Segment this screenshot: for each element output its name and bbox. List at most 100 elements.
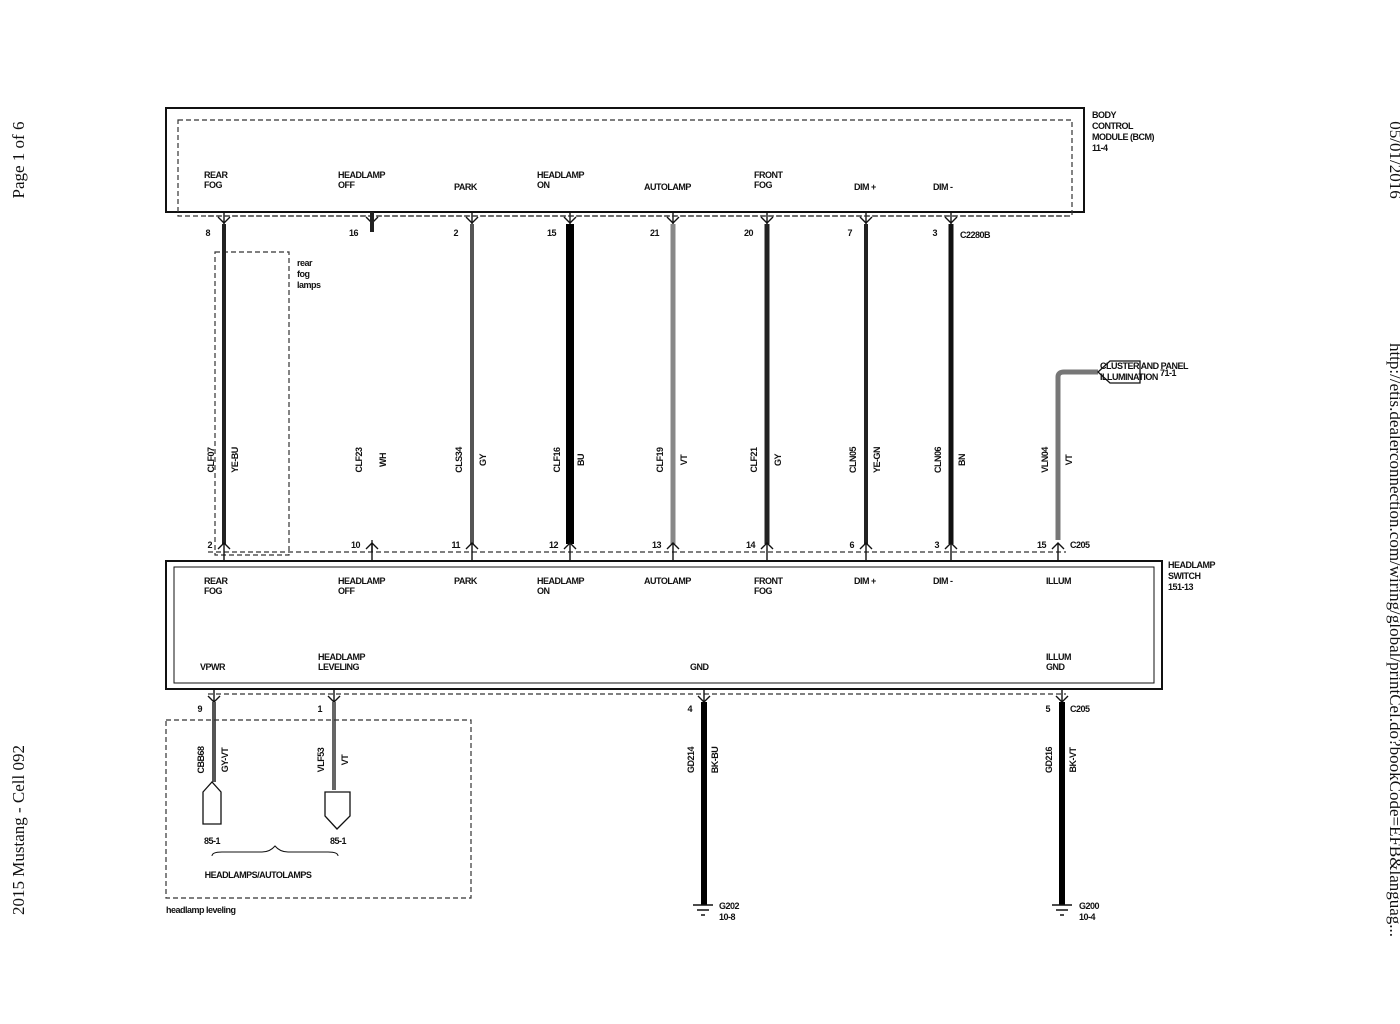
bcm-pin-arrow-2 — [465, 216, 479, 224]
bcm-pin-arrow-3 — [563, 216, 577, 224]
switch-top-pin-0: 2 — [207, 540, 212, 550]
circuit-id-CLF21: CLF21 — [749, 447, 759, 473]
circuit-color-CLF21: GY — [773, 454, 783, 467]
circuit-color-VLN04: VT — [1064, 454, 1074, 466]
switch-bottom-label-3-1: GND — [1046, 662, 1066, 672]
bcm-pin-label-1-0: HEADLAMP — [338, 170, 385, 180]
switch-top-pin-2: 11 — [451, 540, 460, 550]
switch-bottom-pin-0: 9 — [197, 704, 202, 714]
switch-name-line-3: 151-13 — [1168, 582, 1194, 592]
switch-top-arrow-0 — [217, 542, 231, 550]
bcm-pin-label-4-0: AUTOLAMP — [644, 182, 691, 192]
bcm-pin-number-1: 16 — [349, 228, 359, 238]
headlamp-switch: HEADLAMP SWITCH 151-13 C205 C205 — [165, 540, 1216, 714]
switch-top-label-8-0: ILLUM — [1046, 576, 1071, 586]
bcm-pin-label-7-0: DIM - — [933, 182, 953, 192]
circuit-color-CLF23: WH — [378, 453, 388, 467]
switch-top-pin-5: 14 — [746, 540, 756, 550]
circuit-id-CLF07: CLF07 — [206, 447, 216, 473]
cluster-label-2: ILLUMINATION — [1100, 372, 1158, 382]
headlamp-leveling-label: headlamp leveling — [166, 905, 236, 915]
bcm-pin-arrow-6 — [859, 216, 873, 224]
cluster-label-1: CLUSTER AND PANEL — [1100, 361, 1189, 371]
switch-top-label-7-0: DIM - — [933, 576, 953, 586]
bcm-pin-number-3: 15 — [547, 228, 557, 238]
switch-pins: 2REARFOG10HEADLAMPOFF11PARK12HEADLAMPON1… — [197, 540, 1071, 714]
cluster-ref: 71-1 — [1160, 368, 1177, 378]
switch-top-pin-8: 15 — [1037, 540, 1047, 550]
ground-g202: G202 10-8 — [693, 901, 740, 922]
leveling-ref-right: 85-1 — [330, 836, 347, 846]
bcm-pin-label-3-1: ON — [537, 180, 550, 190]
bcm-name-line-4: 11-4 — [1092, 143, 1108, 153]
ground-g202-ref: 10-8 — [719, 912, 736, 922]
switch-top-arrow-6 — [859, 542, 873, 550]
bottom-circuit-id-VLF53: VLF53 — [316, 747, 326, 772]
switch-top-label-1-1: OFF — [338, 586, 355, 596]
bcm-pin-number-2: 2 — [453, 228, 458, 238]
switch-top-label-3-0: HEADLAMP — [537, 576, 584, 586]
switch-top-label-5-0: FRONT — [754, 576, 783, 586]
circuit-color-CLF16: BU — [576, 454, 586, 466]
switch-top-arrow-3 — [563, 542, 577, 550]
circuit-id-CLF19: CLF19 — [655, 447, 665, 473]
switch-top-pin-7: 3 — [934, 540, 939, 550]
bcm-name-line-2: CONTROL — [1092, 121, 1134, 131]
switch-top-label-1-0: HEADLAMP — [338, 576, 385, 586]
circuit-id-CLN06: CLN06 — [933, 447, 943, 474]
switch-top-pin-3: 12 — [549, 540, 559, 550]
bottom-circuit-color-VLF53: VT — [340, 754, 350, 766]
switch-top-arrow-5 — [760, 542, 774, 550]
rear-fog-label-2: fog — [297, 269, 310, 279]
circuit-color-CLN06: BN — [957, 454, 967, 466]
leveling-ref-left: 85-1 — [204, 836, 221, 846]
switch-top-label-3-1: ON — [537, 586, 550, 596]
circuit-color-CLN05: YE-GN — [872, 447, 882, 473]
bcm-connector-id: C2280B — [960, 230, 991, 240]
bcm-pin-arrow-4 — [666, 216, 680, 224]
switch-top-label-0-1: FOG — [204, 586, 222, 596]
bcm-pin-label-1-1: OFF — [338, 180, 355, 190]
switch-top-arrow-1 — [365, 542, 379, 550]
bcm-pin-number-0: 8 — [205, 228, 210, 238]
switch-bottom-label-2-0: GND — [690, 662, 710, 672]
ground-g200: G200 10-4 — [1052, 901, 1100, 922]
page-number: Page 1 of 6 — [9, 122, 28, 199]
cluster-illumination-connector: CLUSTER AND PANEL ILLUMINATION 71-1 — [1055, 360, 1190, 540]
bottom-circuit-color-GD216: BK-VT — [1068, 747, 1078, 773]
bottom-circuit-id-CBB68: CBB68 — [196, 746, 206, 774]
bottom-circuit-id-GD214: GD214 — [686, 747, 696, 774]
bcm-name-line-1: BODY — [1092, 110, 1116, 120]
switch-bottom-label-3-0: ILLUM — [1046, 652, 1071, 662]
document-title: 2015 Mustang - Cell 092 — [9, 745, 28, 915]
switch-name-line-1: HEADLAMP — [1168, 560, 1215, 570]
bcm-pin-label-0-0: REAR — [204, 170, 229, 180]
bcm-pin-arrow-0 — [217, 216, 231, 224]
ground-g200-id: G200 — [1079, 901, 1100, 911]
source-url: http://etis.dealerconnection.com/wiring/… — [1386, 343, 1400, 937]
switch-top-arrow-8 — [1051, 542, 1065, 550]
switch-bottom-pin-1: 1 — [317, 704, 322, 714]
switch-top-label-0-0: REAR — [204, 576, 229, 586]
circuit-id-CLF16: CLF16 — [552, 447, 562, 473]
rear-fog-label-1: rear — [297, 258, 313, 268]
rear-fog-lamps-box: rear fog lamps — [214, 251, 322, 556]
headlamps-autolamps-label: HEADLAMPS/AUTOLAMPS — [205, 870, 312, 880]
bcm-pin-label-6-0: DIM + — [854, 182, 876, 192]
switch-top-pin-6: 6 — [849, 540, 854, 550]
headlamp-leveling-box: 85-1 85-1 HEADLAMPS/AUTOLAMPS headlamp l… — [165, 719, 472, 915]
switch-top-pin-1: 10 — [351, 540, 361, 550]
bcm-pin-label-2-0: PARK — [454, 182, 478, 192]
circuit-color-CLF07: YE-BU — [230, 447, 240, 473]
bcm-module: BODY CONTROL MODULE (BCM) 11-4 C2280B — [165, 107, 1155, 240]
bcm-pin-arrow-5 — [760, 216, 774, 224]
bcm-pin-number-6: 7 — [847, 228, 852, 238]
circuit-color-CLF19: VT — [679, 454, 689, 466]
switch-top-label-4-0: AUTOLAMP — [644, 576, 691, 586]
bcm-pin-label-3-0: HEADLAMP — [537, 170, 584, 180]
bcm-pin-number-4: 21 — [650, 228, 660, 238]
